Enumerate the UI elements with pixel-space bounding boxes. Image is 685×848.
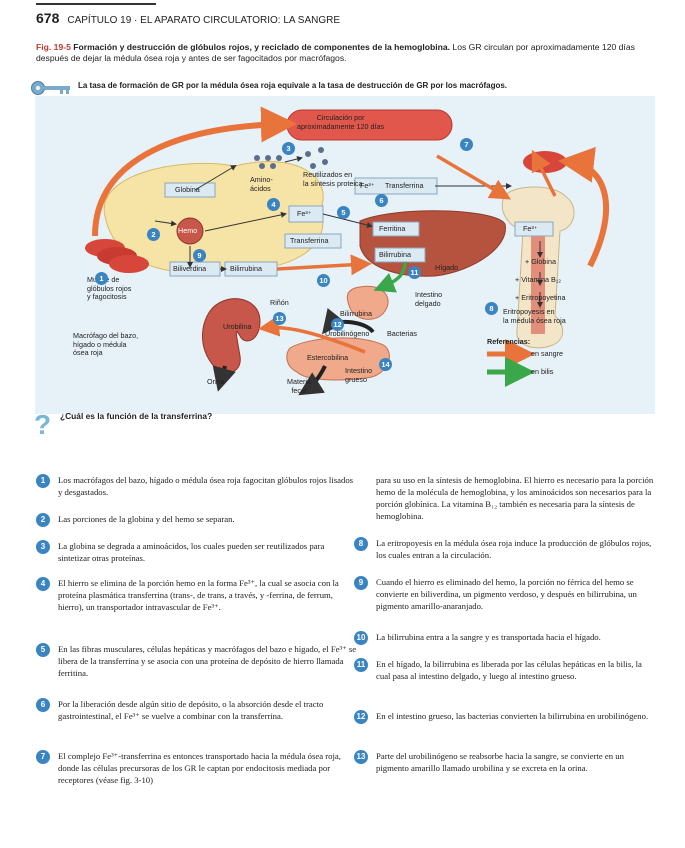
page-number: 678 (36, 10, 60, 26)
rbc-stack (85, 239, 149, 273)
label-eritropoyetina: + Eritropoyetina (515, 293, 566, 302)
running-header: 678 CAPÍTULO 19 · EL APARATO CIRCULATORIO… (36, 10, 340, 26)
badge-6: 6 (375, 194, 388, 207)
badge-12: 12 (331, 318, 344, 331)
label-fe3-bone: Fe³⁺ (523, 224, 538, 233)
blood-path-right (558, 146, 610, 268)
label-rinon: Riñón (270, 298, 289, 307)
svg-text:?: ? (34, 409, 51, 440)
label-intestino-grueso: Intestino grueso (345, 366, 373, 384)
amino-dots (254, 147, 328, 169)
badge-2: 2 (147, 228, 160, 241)
label-fe3-top: Fe³⁺ (360, 181, 375, 190)
key-statement: La tasa de formación de GR por la médula… (78, 81, 508, 90)
boxes (164, 177, 554, 277)
label-circulacion: Circulación por aproximadamente 120 días (297, 113, 385, 131)
figure-caption: Fig. 19-5 Formación y destrucción de gló… (36, 42, 658, 63)
figure-caption-rest: Los GR circulan por aproximadamente 120 … (36, 42, 635, 63)
blood-path-left (92, 106, 297, 237)
badge-7: 7 (460, 138, 473, 151)
label-eritropoyesis: Eritropoyesis en la médula ósea roja (503, 307, 566, 325)
label-bilirrubina-left: Bilirrubina (230, 264, 262, 273)
key-icon (31, 81, 70, 95)
label-reutilizados: Reutilizados en la síntesis proteica (303, 170, 363, 188)
label-biliverdina: Biliverdina (173, 264, 207, 273)
label-bacterias: Bacterias (387, 329, 417, 338)
label-transferrina-top: Transferrina (385, 181, 424, 190)
badge-10: 10 (317, 274, 330, 287)
badge-5: 5 (337, 206, 350, 219)
badge-14: 14 (379, 358, 392, 371)
badge-8: 8 (485, 302, 498, 315)
label-higado: Hígado (435, 263, 459, 272)
header-rule (36, 3, 156, 5)
label-muerte: Muerte de glóbulos rojos y fagocitosis (87, 275, 132, 301)
question-mark-icon: ? (34, 409, 51, 440)
legend-sangre: en sangre (531, 349, 563, 358)
hemo-node (176, 217, 204, 245)
label-hemo: Hemo (178, 226, 198, 235)
label-globina: Globina (175, 185, 200, 194)
legend-title: Referencias: (487, 337, 531, 346)
label-intestino-delgado: Intestino delgado (415, 290, 443, 308)
figure-label: Fig. 19-5 (36, 42, 71, 52)
diagram-artwork (85, 106, 610, 396)
label-vitamina: + Vitamina B₁₂ (515, 275, 562, 284)
figure-diagram: Circulación por aproximadamente 120 días… (35, 96, 655, 414)
badge-1: 1 (95, 272, 108, 285)
rbc-circulating (523, 151, 567, 173)
liver (359, 210, 506, 277)
note-7-continued: para su uso en la síntesis de hemoglobin… (376, 475, 654, 521)
label-urobilina: Urobilina (223, 322, 252, 331)
label-ferritina: Ferritina (379, 224, 406, 233)
badge-9: 9 (193, 249, 206, 262)
figure-title: Formación y destrucción de glóbulos rojo… (73, 42, 451, 52)
label-orina: Orina (207, 377, 225, 386)
legend-bilis: en bilis (531, 367, 554, 376)
label-estercobilina: Estercobilina (307, 353, 349, 362)
label-aminoacidos: Amino- ácidos (250, 175, 273, 193)
label-urobilinogeno: Urobilinógeno (325, 329, 370, 338)
badge-3: 3 (282, 142, 295, 155)
kidney (202, 298, 261, 373)
label-materia-fecal: Materia fecal (287, 377, 311, 395)
question-text: ¿Cuál es la función de la transferrina? (60, 411, 213, 421)
running-title: CAPÍTULO 19 · EL APARATO CIRCULATORIO: L… (67, 15, 341, 26)
badge-4: 4 (267, 198, 280, 211)
label-bilirrubina-liver: Bilirrubina (379, 250, 411, 259)
badge-11: 11 (408, 266, 421, 279)
label-fe3-mid: Fe³⁺ (297, 209, 312, 218)
label-globina-bone: + Globina (525, 257, 556, 266)
label-macrofago: Macrófago del bazo, hígado o médula ósea… (73, 331, 139, 357)
label-transferrina-mid: Transferrina (290, 236, 329, 245)
label-bilirrubina-int: Bilirrubina (340, 309, 372, 318)
badge-13: 13 (273, 312, 286, 325)
